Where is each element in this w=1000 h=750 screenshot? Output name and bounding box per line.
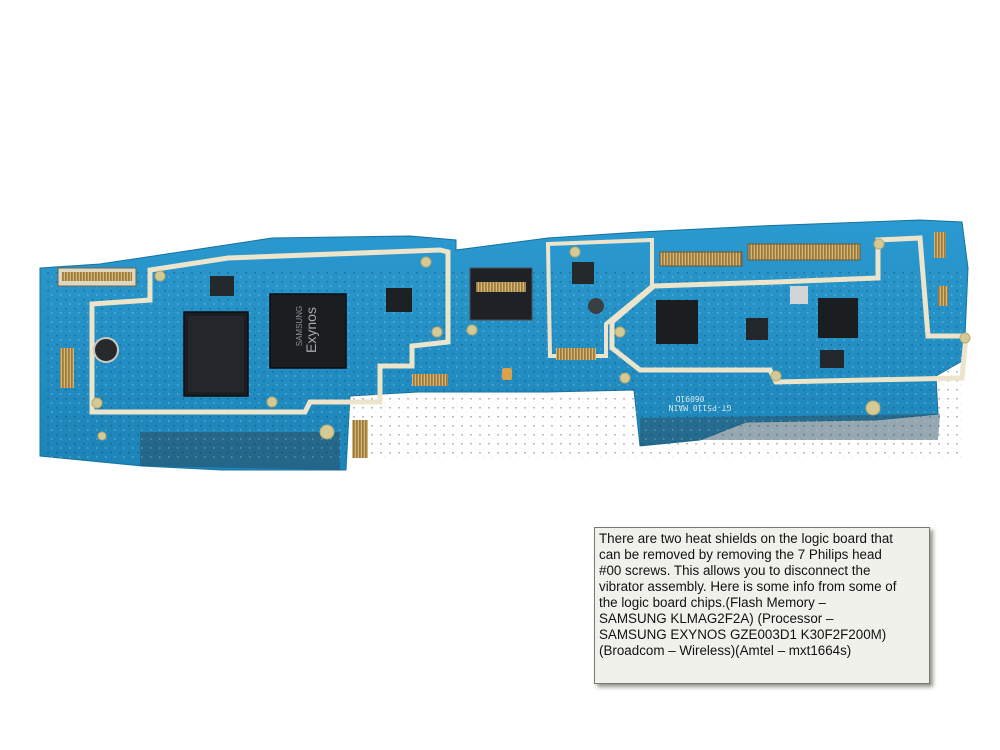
heat-shield-left: [89, 247, 451, 415]
svg-text:Exynos: Exynos: [303, 307, 319, 353]
svg-text:GT-P5110 MAIN: GT-P5110 MAIN: [669, 403, 732, 412]
svg-text:06091D: 06091D: [675, 394, 704, 403]
sim-slot: [469, 267, 533, 321]
processor-chip: [269, 293, 347, 369]
svg-text:SAMSUNG: SAMSUNG: [295, 306, 304, 346]
caption-box: There are two heat shields on the logic …: [594, 527, 930, 684]
heat-shield-right: [609, 235, 969, 385]
caption-text: There are two heat shields on the logic …: [599, 531, 897, 658]
